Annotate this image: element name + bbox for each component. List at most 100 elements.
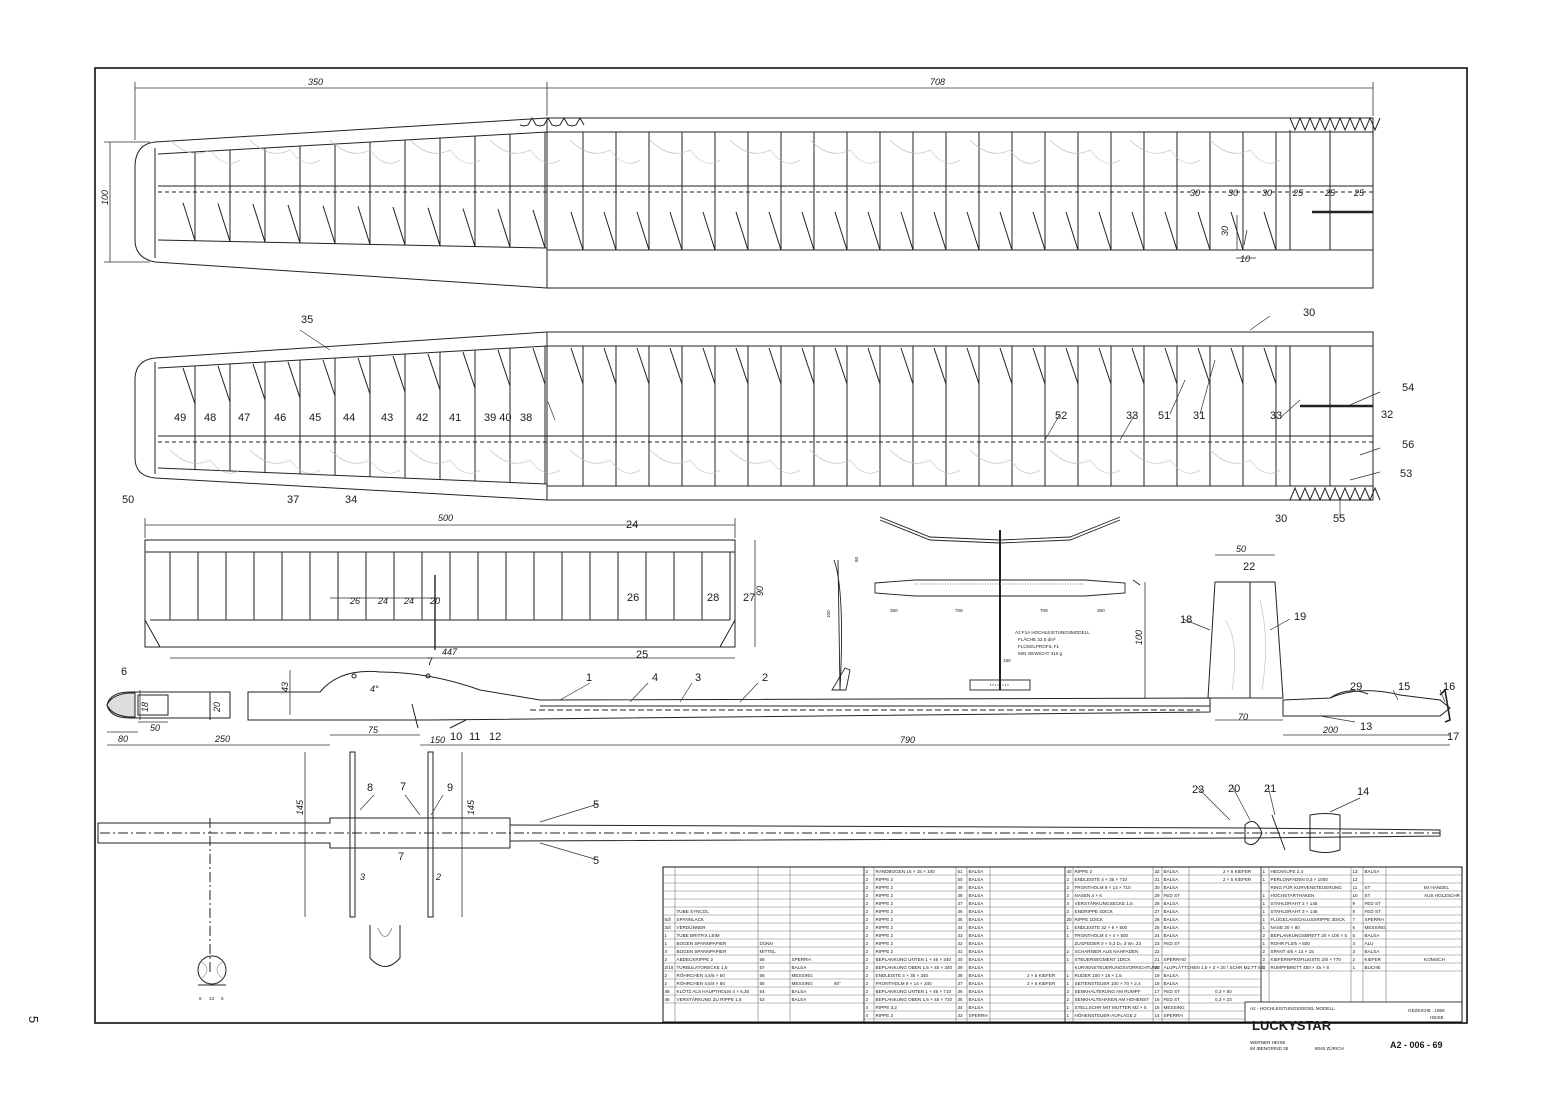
parts-cell: 2 bbox=[1263, 949, 1266, 954]
rib-gusset bbox=[1098, 211, 1112, 251]
nose-block bbox=[106, 691, 231, 719]
part-callout: 31 bbox=[1193, 410, 1205, 422]
rib-gusset bbox=[1197, 211, 1211, 251]
leader-line bbox=[629, 682, 649, 703]
dim-spacing-5: 25 bbox=[1324, 188, 1336, 198]
spec-line-2: FLÜGELPROFIL F1 bbox=[1018, 643, 1059, 649]
grain-line bbox=[489, 139, 561, 164]
dim-nose-box: 50 bbox=[150, 723, 160, 733]
parts-cell: FED ST bbox=[1365, 909, 1382, 914]
parts-cell: ST bbox=[1365, 893, 1371, 898]
parts-cell: RIPPE 2 bbox=[876, 877, 894, 882]
rib-gusset bbox=[570, 347, 584, 385]
part-callout: 15 bbox=[1398, 681, 1410, 693]
parts-cell: HOCHSTARTHAKEN bbox=[1271, 893, 1315, 898]
parts-cell: BALSA bbox=[1164, 901, 1180, 906]
parts-cell: 34 bbox=[958, 1005, 964, 1010]
parts-cell: 2 bbox=[1353, 957, 1356, 962]
parts-cell: ENDRIPPE 4DICK bbox=[1075, 909, 1114, 914]
parts-cell: 2 bbox=[866, 917, 869, 922]
parts-cell: 2 bbox=[1067, 949, 1070, 954]
parts-cell: 2 bbox=[1263, 933, 1266, 938]
parts-cell: 2 bbox=[866, 869, 869, 874]
rib-gusset bbox=[532, 347, 546, 385]
parts-cell: 20 bbox=[1155, 965, 1161, 970]
parts-cell: MESSING bbox=[1164, 1005, 1186, 1010]
parts-cell: 2 bbox=[1067, 909, 1070, 914]
leader-line bbox=[1359, 447, 1381, 456]
wing-top-dimensions bbox=[104, 82, 1374, 263]
parts-cell: BALSA bbox=[1164, 933, 1180, 938]
rib-gusset bbox=[669, 347, 683, 385]
title-bg bbox=[1244, 1002, 1461, 1022]
part-callout: 37 bbox=[287, 494, 299, 506]
part-callout: 3 bbox=[695, 672, 701, 684]
fuselage-front-top bbox=[97, 817, 511, 849]
grain-line bbox=[1209, 449, 1281, 474]
parts-cell: 41 bbox=[958, 949, 964, 954]
leader-line bbox=[1279, 399, 1301, 419]
dim-tongue-thick-2: 2 bbox=[435, 872, 441, 882]
parts-cell: 38 bbox=[958, 973, 964, 978]
parts-cell: 4 bbox=[1067, 901, 1070, 906]
parts-cell: 49 bbox=[958, 885, 964, 890]
fuselage-dims bbox=[107, 670, 1450, 746]
parts-cell: 1 bbox=[1067, 973, 1070, 978]
parts-note: 2 × 5 KIEFER bbox=[1027, 981, 1056, 986]
rib-gusset bbox=[287, 361, 301, 399]
parts-cell: 1 bbox=[1067, 957, 1070, 962]
parts-cell: 2 bbox=[1067, 989, 1070, 994]
parts-cell: BALSA bbox=[969, 981, 985, 986]
parts-cell: 3 bbox=[1353, 949, 1356, 954]
cross-sections bbox=[197, 925, 401, 986]
parts-cell: TUBE SYNCOL bbox=[677, 909, 710, 914]
side-view-fuselage bbox=[833, 559, 843, 691]
parts-cell: BALSA bbox=[969, 957, 985, 962]
parts-cell: RIPPE 2 bbox=[876, 949, 894, 954]
parts-cell: 1 bbox=[665, 941, 668, 946]
parts-cell: 1 bbox=[1263, 893, 1266, 898]
parts-cell: ALU bbox=[1365, 941, 1374, 946]
parts-cell: 15 bbox=[1155, 1005, 1161, 1010]
part-callout: 11 bbox=[469, 731, 480, 743]
parts-cell: VERDÜNNER bbox=[677, 924, 707, 930]
parts-cell: BALSA bbox=[1164, 877, 1180, 882]
dim-fin-height: 100 bbox=[1134, 630, 1144, 645]
rib-gusset bbox=[182, 367, 196, 405]
parts-cell: 2 bbox=[866, 981, 869, 986]
parts-cell: SPERRH bbox=[1365, 917, 1384, 922]
part-callout: 22 bbox=[1243, 561, 1255, 573]
part-callout: 9 bbox=[447, 782, 453, 794]
grain-line bbox=[569, 139, 641, 164]
parts-cell: 1 bbox=[1067, 981, 1070, 986]
dim-mount-len: 75 bbox=[368, 725, 379, 735]
parts-cell: BALSA bbox=[1164, 981, 1180, 986]
parts-cell: 2 bbox=[866, 885, 869, 890]
parts-cell: 45 bbox=[958, 917, 964, 922]
rib-gusset bbox=[1164, 211, 1178, 251]
part-callout: 34 bbox=[345, 494, 357, 506]
parts-cell: 2 bbox=[866, 925, 869, 930]
dim-wing-outer: 708 bbox=[930, 77, 945, 87]
mini-wing bbox=[874, 579, 1126, 597]
grain-line bbox=[649, 139, 721, 164]
parts-cell: FED ST bbox=[1365, 901, 1382, 906]
parts-cell: 22 bbox=[1155, 949, 1161, 954]
parts-cell: ZUGFEDER 0 × 0,3 D= 3 W= 23 bbox=[1075, 941, 1142, 946]
rib-gusset bbox=[768, 211, 782, 251]
rib-gusset bbox=[1065, 211, 1079, 251]
parts-cell: 57 bbox=[760, 965, 766, 970]
grain-line bbox=[969, 139, 1041, 164]
parts-cell: BALSA bbox=[792, 989, 808, 994]
mini-dim-6: 100 bbox=[826, 610, 831, 618]
rib-gusset bbox=[1263, 211, 1277, 251]
parts-cell: 19 bbox=[1155, 973, 1161, 978]
dim-nose-len: 80 bbox=[118, 734, 128, 744]
rib-gusset bbox=[182, 202, 196, 241]
truss-zigzag-tip bbox=[1289, 116, 1381, 132]
author-name: WERNER HEISE bbox=[1250, 1040, 1285, 1045]
parts-cell: 42 bbox=[958, 941, 964, 946]
